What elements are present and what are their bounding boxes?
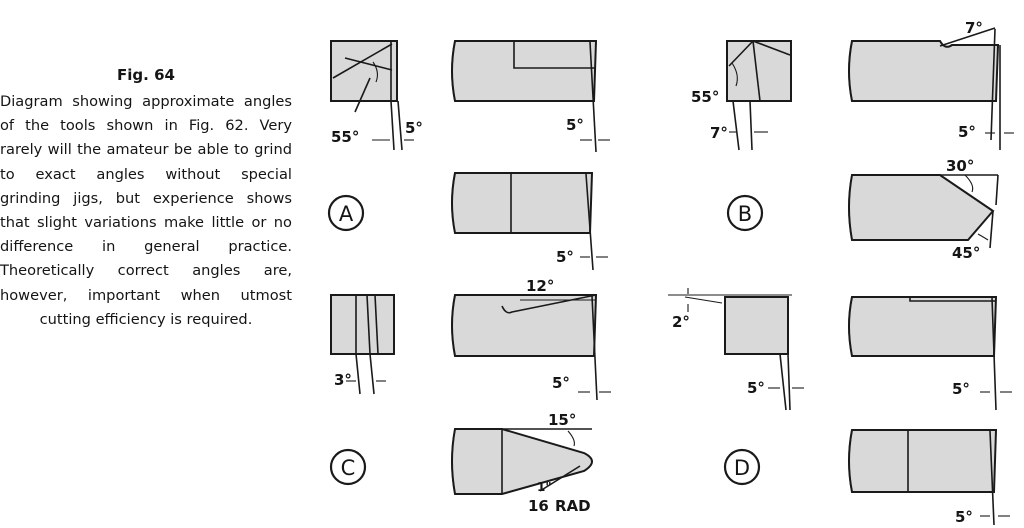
tool-c-side-view-bottom	[451, 428, 593, 495]
tool-c-end-angle-label: 3°	[334, 371, 352, 389]
tool-b-side-view-top	[848, 27, 1014, 150]
tool-b-letter: B	[738, 202, 752, 226]
tool-a-top-clearance-label: 5°	[566, 116, 584, 134]
tool-c-radius-denominator: 16	[528, 497, 549, 515]
tool-b-marker: B	[726, 194, 764, 232]
tool-d-marker: D	[723, 448, 761, 486]
figure-caption: Fig. 64 Diagram showing approximate angl…	[0, 66, 292, 332]
tool-c-rake-label: 12°	[526, 277, 554, 295]
tool-a-letter: A	[339, 202, 354, 226]
tool-b-side-view-bottom	[848, 174, 999, 249]
tool-c-radius-unit: RAD	[555, 497, 591, 515]
tool-a-side-angle-label: 5°	[405, 119, 423, 137]
figure-description: Diagram showing approximate angles of th…	[0, 93, 292, 328]
tool-a-end-angle-label: 55°	[331, 128, 359, 146]
tool-b-point-top-label: 30°	[946, 157, 974, 175]
tool-a-group: 55° 5° 5° 5° A	[327, 40, 610, 271]
tool-a-side-view-top	[451, 40, 610, 153]
tool-d-end-view	[668, 288, 804, 411]
tool-b-side-angle-label: 7°	[710, 124, 728, 142]
tool-d-side-view-bottom	[848, 429, 1010, 526]
tool-a-bottom-clearance-label: 5°	[556, 248, 574, 266]
tool-b-rake-label: 7°	[965, 19, 983, 37]
tool-a-end-view	[330, 40, 414, 151]
figure-title: Fig. 64	[117, 66, 175, 84]
tool-d-top-clearance-label: 5°	[952, 380, 970, 398]
tool-c-end-view	[330, 294, 395, 395]
tool-c-clearance-label: 5°	[552, 374, 570, 392]
tool-c-marker: C	[329, 448, 367, 486]
tool-b-clearance-label: 5°	[958, 123, 976, 141]
tool-d-side-view-top	[848, 296, 1012, 411]
tool-d-letter: D	[734, 456, 750, 480]
tool-b-end-angle-label: 55°	[691, 88, 719, 106]
tool-c-side-view-top	[451, 294, 611, 401]
tool-b-point-bottom-label: 45°	[952, 244, 980, 262]
tool-a-side-view-bottom	[451, 172, 608, 271]
tool-c-group: 3° 12° 5° 15° 1" 16 RAD C	[329, 277, 611, 515]
tool-c-letter: C	[341, 456, 356, 480]
tool-b-group: 55° 7° 7° 5° 30° 45° B	[691, 19, 1014, 262]
tool-c-nose-angle-label: 15°	[548, 411, 576, 429]
tool-c-radius-numerator: 1"	[537, 480, 552, 494]
tool-b-end-view	[726, 40, 792, 151]
tool-d-top-angle-label: 2°	[672, 313, 690, 331]
tool-d-group: 2° 5° 5° 5° D	[668, 288, 1012, 526]
tool-a-marker: A	[327, 194, 365, 232]
tool-d-side-angle-label: 5°	[747, 379, 765, 397]
tool-d-bottom-clearance-label: 5°	[955, 508, 973, 526]
